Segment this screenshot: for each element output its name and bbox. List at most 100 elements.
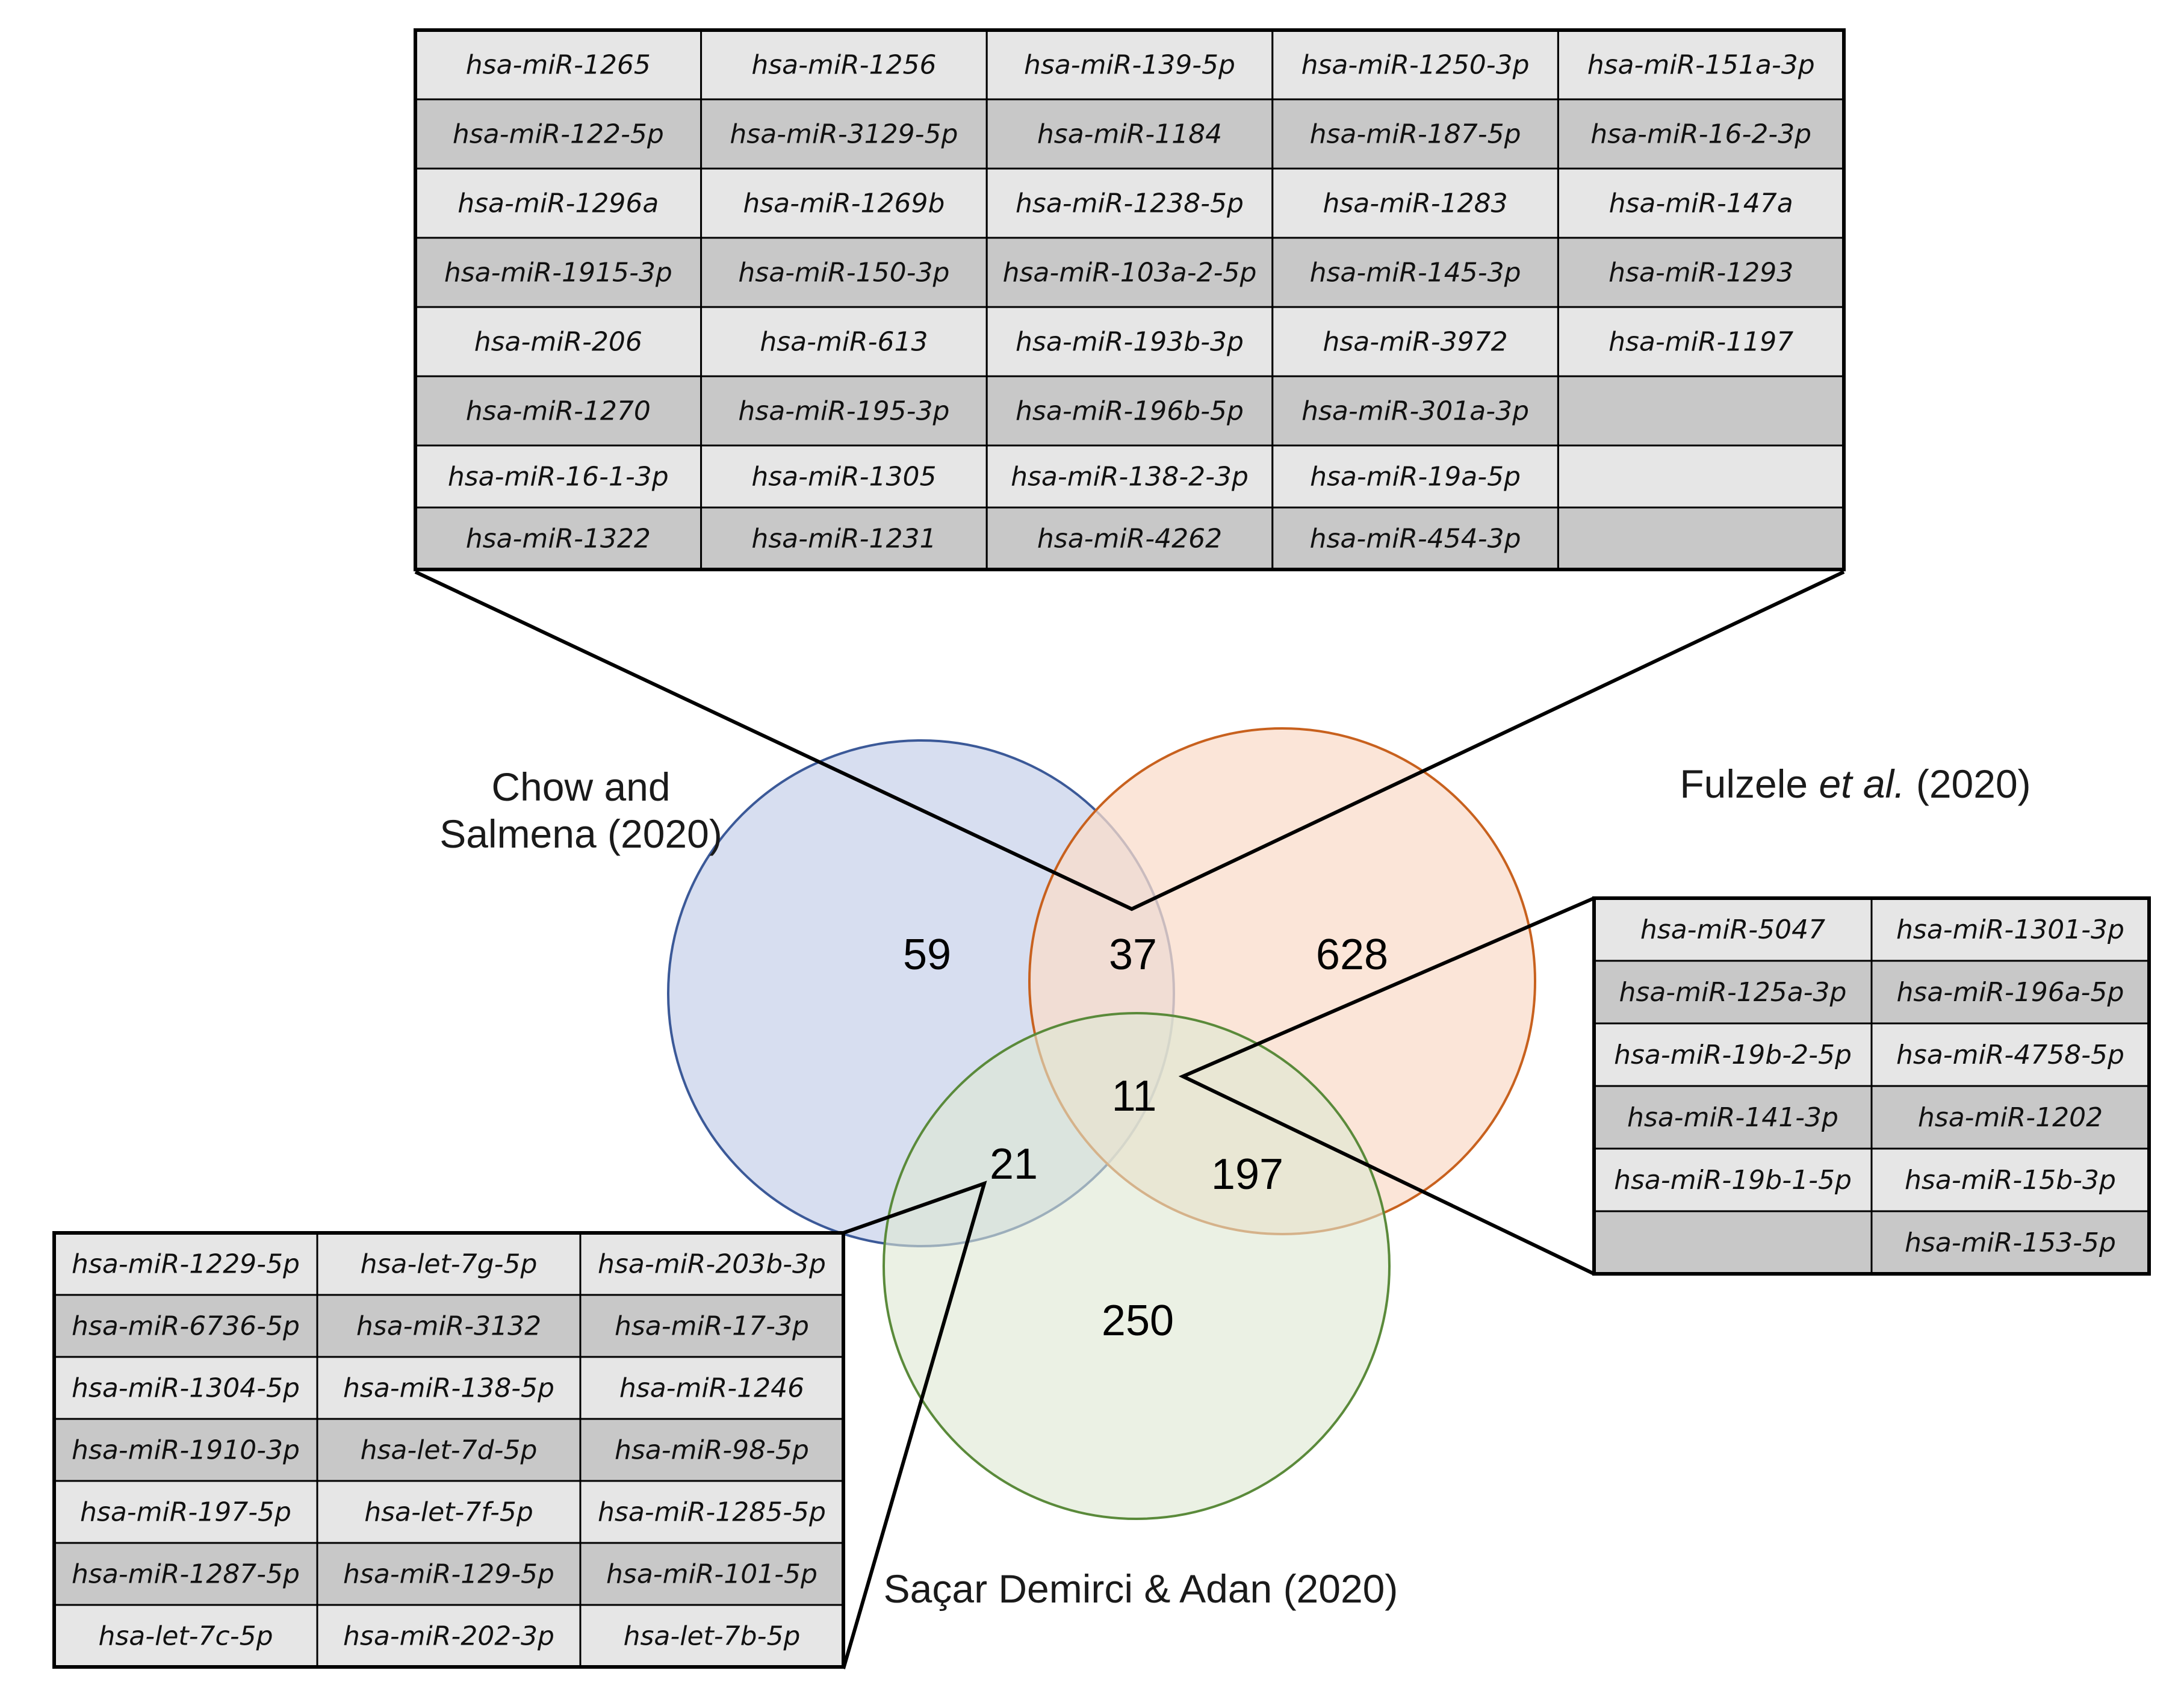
top-table-mirna: hsa-miR-1293 — [1609, 258, 1793, 288]
right-table-cell — [1870, 1210, 2150, 1275]
top-table-cell — [1271, 375, 1559, 447]
top-table-mirna: hsa-miR-1322 — [466, 524, 651, 554]
top-table-border — [414, 28, 1846, 571]
top-table-mirna: hsa-miR-16-1-3p — [448, 462, 669, 492]
bottom-table-cell — [53, 1542, 318, 1606]
callout-bottom — [842, 1181, 987, 1669]
bottom-table-mirna: hsa-miR-1229-5p — [72, 1249, 300, 1280]
top-table-mirna: hsa-miR-1265 — [466, 50, 651, 81]
bottom-table-mirna: hsa-let-7b-5p — [624, 1621, 801, 1652]
top-table-cell — [985, 375, 1274, 447]
count-chow-fulzele: 37 — [1109, 931, 1157, 979]
top-table-cell — [700, 98, 988, 170]
top-table-mirna: hsa-miR-1250-3p — [1301, 50, 1530, 81]
top-table-cell — [985, 29, 1274, 101]
top-table-mirna: hsa-miR-19a-5p — [1310, 462, 1521, 492]
top-table-mirna: hsa-miR-454-3p — [1310, 524, 1521, 554]
top-table-mirna: hsa-miR-196b-5p — [1016, 396, 1244, 427]
callout-right — [1178, 896, 1595, 1276]
top-table-mirna: hsa-miR-613 — [760, 327, 928, 358]
count-chow-only: 59 — [903, 931, 951, 979]
top-table-mirna: hsa-miR-1256 — [751, 50, 936, 81]
top-table-cell — [414, 375, 703, 447]
bottom-table-cell — [579, 1480, 845, 1544]
bottom-table-mirna: hsa-miR-129-5p — [343, 1559, 554, 1590]
top-table-cell — [1271, 444, 1559, 509]
bottom-table-cell — [53, 1232, 318, 1296]
right-table-mirna: hsa-miR-1202 — [1918, 1102, 2103, 1133]
label-fulzele-author: Fulzele — [1680, 762, 1819, 806]
bottom-table-mirna: hsa-miR-98-5p — [615, 1435, 809, 1466]
right-table-mirna: hsa-miR-19b-1-5p — [1614, 1165, 1852, 1196]
top-table-cell — [985, 506, 1274, 571]
right-table-border — [1592, 896, 2151, 1276]
bottom-table-cell — [316, 1294, 582, 1358]
right-table-mirna: hsa-miR-4758-5p — [1896, 1040, 2124, 1070]
venn-circles — [667, 727, 1536, 1520]
top-table-cell — [1271, 506, 1559, 571]
top-table-cell — [700, 444, 988, 509]
top-table-cell — [1271, 98, 1559, 170]
top-table-cell — [700, 375, 988, 447]
bottom-table-mirna: hsa-miR-3132 — [356, 1311, 541, 1342]
region-counts: 59 37 628 11 21 197 250 — [903, 931, 1388, 1345]
top-table-mirna: hsa-miR-122-5p — [453, 119, 664, 150]
right-table-mirna: hsa-miR-15b-3p — [1905, 1165, 2116, 1196]
bottom-table-cell — [316, 1542, 582, 1606]
bottom-table-mirna: hsa-let-7f-5p — [364, 1497, 533, 1528]
right-table-mirna: hsa-miR-196a-5p — [1897, 977, 2124, 1008]
right-table-mirna: hsa-miR-153-5p — [1905, 1227, 2116, 1258]
label-chow-line1: Chow and — [491, 765, 670, 809]
top-table-cell — [985, 306, 1274, 377]
top-table-cell — [1557, 375, 1845, 447]
bottom-table-cell — [53, 1480, 318, 1544]
top-table-mirna: hsa-miR-1238-5p — [1016, 188, 1244, 219]
set-labels: Chow and Salmena (2020) Fulzele et al. (… — [439, 762, 2030, 1611]
top-table-mirna: hsa-miR-193b-3p — [1016, 327, 1244, 358]
top-table-mirna: hsa-miR-138-2-3p — [1011, 462, 1249, 492]
top-table-mirna: hsa-miR-147a — [1609, 188, 1793, 219]
right-table-cell — [1870, 1085, 2150, 1150]
right-table-mirna: hsa-miR-19b-2-5p — [1614, 1040, 1852, 1070]
top-table-cell — [985, 167, 1274, 239]
top-table-cell — [700, 237, 988, 308]
bottom-table-mirna: hsa-miR-1246 — [619, 1373, 804, 1404]
label-fulzele-etal: et al. — [1819, 762, 1905, 806]
bottom-table-mirna: hsa-miR-197-5p — [80, 1497, 291, 1528]
bottom-table-mirna: hsa-miR-203b-3p — [598, 1249, 826, 1280]
top-table-mirna: hsa-miR-1270 — [466, 396, 651, 427]
top-table-mirna: hsa-miR-187-5p — [1310, 119, 1521, 150]
top-table-cell — [1557, 444, 1845, 509]
bottom-table-cell — [579, 1356, 845, 1420]
top-table-mirna: hsa-miR-1296a — [458, 188, 659, 219]
bottom-table-cell — [579, 1232, 845, 1296]
top-table-mirna: hsa-miR-150-3p — [738, 258, 949, 288]
table-chow-sacar-mirnas: hsa-miR-1229-5p hsa-let-7g-5p hsa-miR-203b… — [52, 1231, 845, 1669]
top-table-mirna: hsa-miR-3972 — [1323, 327, 1508, 358]
label-chow-line2: Salmena (2020) — [439, 811, 722, 856]
bottom-table-mirna: hsa-miR-101-5p — [606, 1559, 817, 1590]
top-table-cell — [414, 29, 703, 101]
top-table-cell — [1557, 237, 1845, 308]
count-all-three: 11 — [1112, 1072, 1157, 1120]
count-fulzele-only: 628 — [1316, 931, 1388, 979]
top-table-mirna: hsa-miR-103a-2-5p — [1003, 258, 1257, 288]
label-fulzele-year: (2020) — [1905, 762, 2031, 806]
bottom-table-mirna: hsa-miR-1287-5p — [72, 1559, 300, 1590]
bottom-table-cell — [316, 1418, 582, 1482]
top-table-cell — [1271, 306, 1559, 377]
top-table-mirna: hsa-miR-1197 — [1609, 327, 1793, 358]
bottom-table-mirna: hsa-let-7g-5p — [361, 1249, 538, 1280]
right-table-mirna: hsa-miR-1301-3p — [1896, 914, 2124, 945]
top-table-cell — [1557, 167, 1845, 239]
top-table-mirna: hsa-miR-16-2-3p — [1590, 119, 1811, 150]
bottom-table-mirna: hsa-miR-138-5p — [343, 1373, 554, 1404]
bottom-table-mirna: hsa-miR-6736-5p — [72, 1311, 300, 1342]
count-chow-sacar: 21 — [990, 1140, 1038, 1188]
callout-top — [414, 570, 1845, 911]
bottom-table-mirna: hsa-miR-202-3p — [343, 1621, 554, 1652]
top-table-mirna: hsa-miR-301a-3p — [1301, 396, 1529, 427]
top-table-mirna: hsa-miR-1231 — [751, 524, 936, 554]
